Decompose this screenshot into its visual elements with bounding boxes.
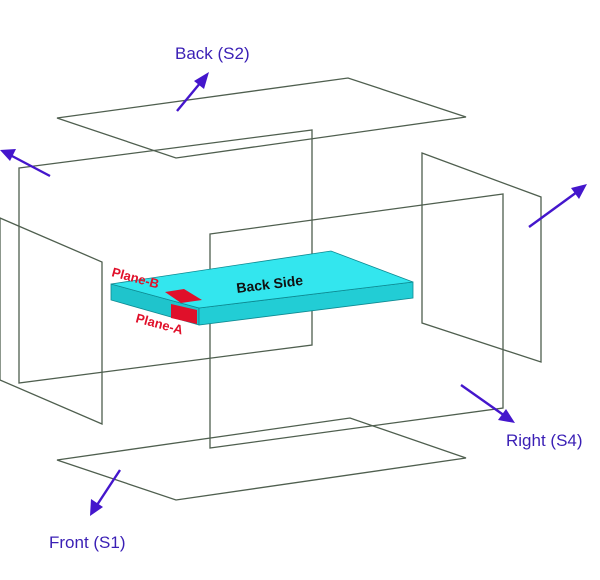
top-plane <box>56 77 467 159</box>
front-plane <box>209 193 504 449</box>
plane-a-marker <box>171 304 197 324</box>
arrow-icon <box>176 72 209 112</box>
arrow-icon <box>460 384 515 423</box>
right-plane <box>421 152 542 363</box>
plane-b-marker <box>165 289 202 303</box>
bottom-plane <box>56 417 467 501</box>
arrow-icon <box>90 469 122 516</box>
front-s1-label: Front (S1) <box>49 533 126 552</box>
arrow-icon <box>0 149 51 178</box>
left-plane <box>0 217 103 425</box>
back-s2-label: Back (S2) <box>175 44 250 63</box>
right-s4-label: Right (S4) <box>506 431 583 450</box>
arrow-icon <box>528 184 587 228</box>
back-plane <box>18 129 313 384</box>
